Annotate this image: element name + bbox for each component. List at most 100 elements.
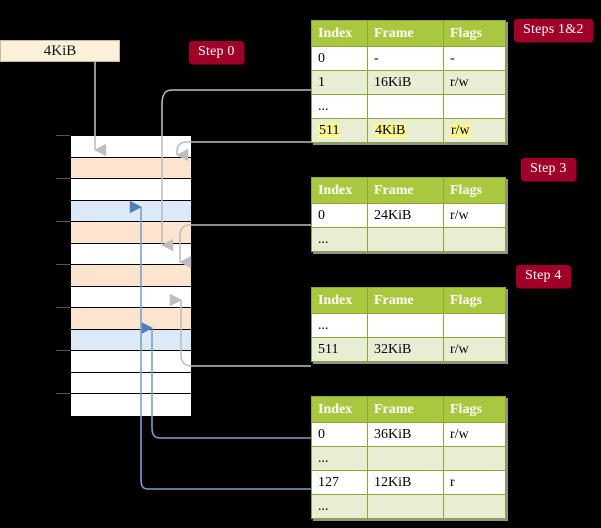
table-cell-index: 1 xyxy=(311,70,368,95)
table-cell-frame xyxy=(367,446,444,471)
memory-frame-row xyxy=(71,286,191,309)
table-cell-flags: r/w xyxy=(443,118,506,143)
memory-column xyxy=(70,135,191,416)
table-cell-frame xyxy=(367,227,444,252)
column-header-frame: Frame xyxy=(367,287,444,314)
table-cell-flags xyxy=(443,227,506,252)
table-cell-flags xyxy=(443,94,506,119)
badge-step-4-label: Step 4 xyxy=(525,268,562,283)
table-cell-index: ... xyxy=(311,94,368,119)
highlighted-value: 511 xyxy=(318,122,341,138)
memory-frame-row xyxy=(71,329,191,352)
table-row: 0-- xyxy=(311,46,506,71)
table-row: ... xyxy=(311,494,506,519)
table-cell-flags xyxy=(443,313,506,338)
table-cell-frame: 4KiB xyxy=(367,118,444,143)
badge-step-0-label: Step 0 xyxy=(198,44,235,59)
memory-frame-row xyxy=(71,136,191,158)
table-cell-flags: r/w xyxy=(443,70,506,95)
table-row: ... xyxy=(311,94,506,119)
memory-frame-row xyxy=(71,308,191,330)
memory-scale-tick xyxy=(56,221,70,223)
table-cell-frame xyxy=(367,313,444,338)
column-header-index: Index xyxy=(311,396,368,423)
badge-step-3-label: Step 3 xyxy=(530,161,567,176)
table-cell-frame: 32KiB xyxy=(367,337,444,362)
table-cell-index: ... xyxy=(311,313,368,338)
table-cell-flags: r/w xyxy=(443,203,506,228)
column-header-flags: Flags xyxy=(443,177,506,204)
column-header-frame: Frame xyxy=(367,177,444,204)
table-cell-index: 511 xyxy=(311,337,368,362)
table-cell-index: ... xyxy=(311,227,368,252)
badge-step-3: Step 3 xyxy=(521,158,576,181)
table-cell-index: 511 xyxy=(311,118,368,143)
badge-step-4: Step 4 xyxy=(516,265,571,288)
memory-frame-row xyxy=(71,200,191,223)
table-cell-index: ... xyxy=(311,494,368,519)
column-header-flags: Flags xyxy=(443,20,506,47)
table-cell-flags: r xyxy=(443,470,506,495)
table-cell-frame: 12KiB xyxy=(367,470,444,495)
memory-frame-row xyxy=(71,394,191,416)
badge-steps-1-2-label: Steps 1&2 xyxy=(523,22,584,37)
badge-steps-1-2: Steps 1&2 xyxy=(514,19,593,42)
table-cell-frame xyxy=(367,494,444,519)
table-row: ... xyxy=(311,446,506,471)
source-frame-label: 4KiB xyxy=(43,42,77,59)
memory-frame-row xyxy=(71,265,191,287)
table-row: ... xyxy=(311,227,506,252)
memory-scale-tick xyxy=(56,264,70,266)
table-cell-flags: r/w xyxy=(443,337,506,362)
table-cell-flags: - xyxy=(443,46,506,71)
table-cell-frame xyxy=(367,94,444,119)
table-cell-frame: 36KiB xyxy=(367,422,444,447)
memory-frame-row xyxy=(71,222,191,244)
table-cell-index: 0 xyxy=(311,422,368,447)
source-frame-box: 4KiB xyxy=(0,40,120,62)
highlighted-value: 4KiB xyxy=(374,122,407,138)
memory-scale-tick xyxy=(56,307,70,309)
highlighted-value: r/w xyxy=(450,122,471,138)
memory-frame-row xyxy=(71,351,191,373)
table-cell-index: 127 xyxy=(311,470,368,495)
table-row: ... xyxy=(311,313,506,338)
table-row: 511 4KiB r/w xyxy=(311,118,506,143)
badge-step-0: Step 0 xyxy=(189,41,244,64)
table-cell-frame: - xyxy=(367,46,444,71)
column-header-flags: Flags xyxy=(443,287,506,314)
memory-frame-row xyxy=(71,179,191,201)
column-header-flags: Flags xyxy=(443,396,506,423)
table-cell-frame: 24KiB xyxy=(367,203,444,228)
memory-scale-tick xyxy=(56,393,70,395)
memory-frame-row xyxy=(71,157,191,180)
memory-frame-row xyxy=(71,372,191,395)
column-header-index: Index xyxy=(311,287,368,314)
memory-scale-tick xyxy=(56,178,70,180)
table-cell-flags xyxy=(443,446,506,471)
table-cell-flags xyxy=(443,494,506,519)
table-cell-index: 0 xyxy=(311,46,368,71)
memory-scale-tick xyxy=(56,135,70,136)
table-cell-flags: r/w xyxy=(443,422,506,447)
column-header-frame: Frame xyxy=(367,20,444,47)
table-cell-index: ... xyxy=(311,446,368,471)
table-cell-index: 0 xyxy=(311,203,368,228)
